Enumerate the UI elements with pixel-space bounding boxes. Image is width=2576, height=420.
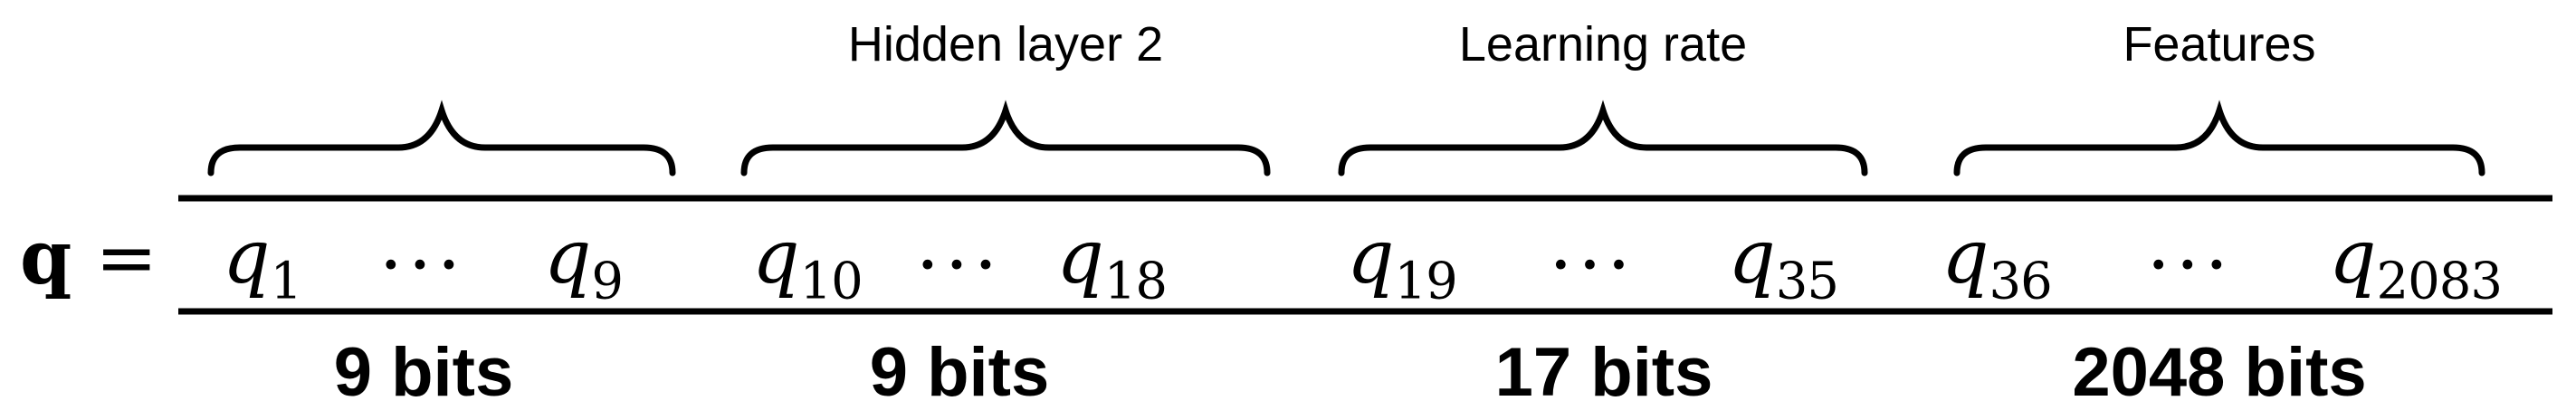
bit-count-label: 17 bits (1494, 334, 1713, 411)
ellipsis: ··· (378, 223, 467, 309)
bit-cell-start: q36 (1942, 221, 2053, 311)
vector-symbol: q (20, 215, 72, 301)
q-letter: q (223, 215, 271, 301)
bit-cell-start: q19 (1347, 221, 1458, 311)
q-letter: q (1728, 215, 1776, 301)
q-subscript: 10 (799, 252, 863, 311)
q-letter: q (1942, 215, 1989, 301)
brace-learning-rate (1338, 100, 1868, 177)
segment-cells-1: q1 ··· q9 (223, 221, 624, 311)
bit-count-label: 9 bits (869, 334, 1050, 411)
equals-sign: = (95, 215, 158, 301)
bit-cell-end: q35 (1728, 221, 1839, 311)
q-subscript: 19 (1394, 252, 1458, 311)
bit-cell-end: q18 (1056, 221, 1168, 311)
q-subscript: 18 (1103, 252, 1168, 311)
q-subscript: 2083 (2376, 252, 2503, 311)
q-letter: q (1056, 215, 1104, 301)
segment-cells-4: q36 ··· q2083 (1942, 221, 2503, 311)
q-subscript: 1 (270, 252, 303, 311)
brace-hidden-layer-2 (740, 100, 1271, 177)
segment-cells-2: q10 ··· q18 (752, 221, 1168, 311)
q-subscript: 9 (591, 252, 624, 311)
segment-label-learning-rate: Learning rate (1458, 17, 1748, 72)
bit-cell-start: q1 (223, 221, 303, 311)
ellipsis: ··· (1549, 223, 1636, 309)
segment-label-hidden-layer-2: Hidden layer 2 (847, 17, 1164, 72)
bit-cell-end: q2083 (2329, 221, 2503, 311)
bit-count-label: 2048 bits (2072, 334, 2367, 411)
q-letter: q (752, 215, 800, 301)
ellipsis: ··· (915, 223, 1004, 309)
q-letter: q (2328, 215, 2377, 301)
bit-count-label: 9 bits (333, 334, 514, 411)
segment-label-features: Features (2123, 17, 2316, 72)
q-letter: q (1347, 215, 1395, 301)
brace-features (1953, 100, 2485, 177)
q-letter: q (543, 215, 592, 301)
q-subscript: 36 (1989, 252, 2053, 311)
equation-lhs: q = (20, 221, 157, 296)
q-subscript: 35 (1775, 252, 1839, 311)
bit-cell-start: q10 (752, 221, 863, 307)
ellipsis: ··· (2146, 223, 2234, 309)
brace-segment-1 (207, 100, 676, 177)
segment-cells-3: q19 ··· q35 (1347, 221, 1839, 311)
bit-cell-end: q9 (544, 221, 624, 311)
